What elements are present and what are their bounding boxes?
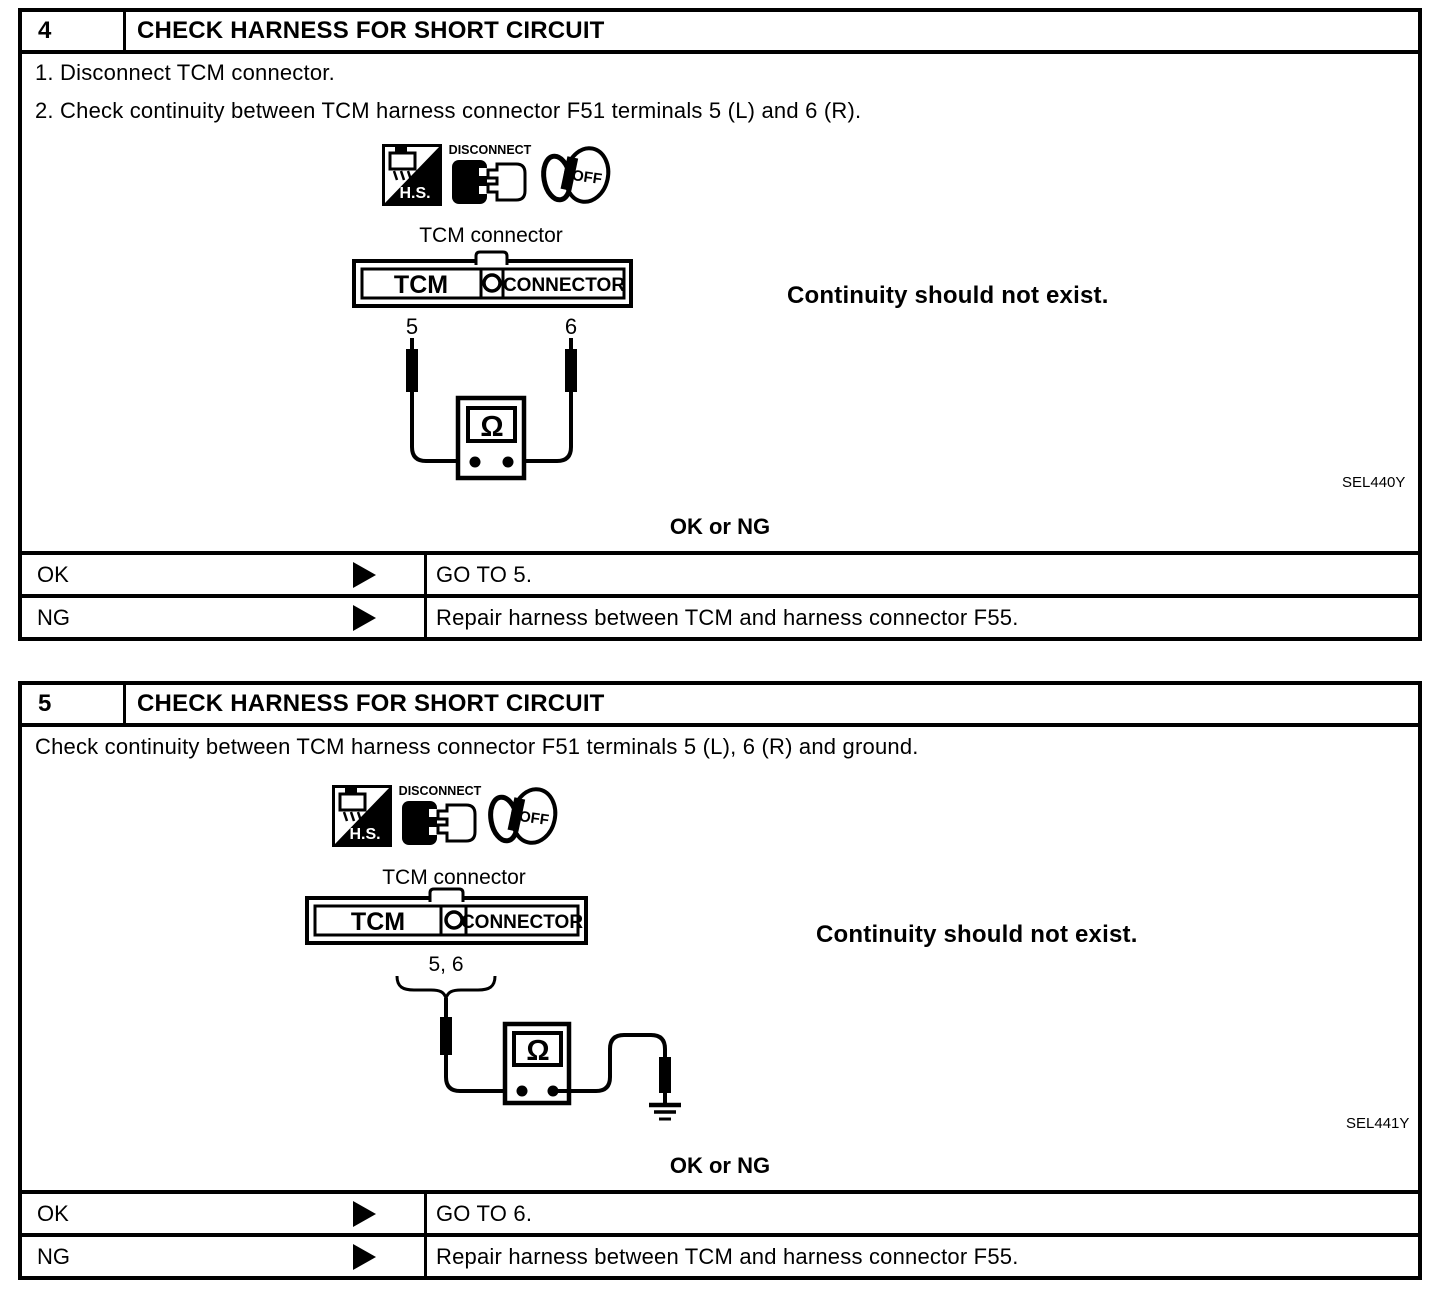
arrow-right-icon: [353, 1243, 376, 1270]
diagnostic-step-table-5: 5 CHECK HARNESS FOR SHORT CIRCUIT Check …: [18, 681, 1422, 1280]
connector-right-label: CONNECTOR: [461, 912, 583, 933]
result-action: GO TO 5.: [436, 561, 533, 587]
figure-id: SEL441Y: [1346, 1115, 1410, 1132]
result-action: Repair harness between TCM and harness c…: [436, 604, 1019, 630]
key-off-label: OFF: [571, 167, 603, 188]
hs-icon: H.S.: [382, 144, 442, 206]
result-label: NG: [37, 1243, 70, 1269]
test-lead-wire: [444, 998, 519, 1093]
hs-label: H.S.: [349, 826, 380, 843]
step-header: 4 CHECK HARNESS FOR SHORT CIRCUIT: [18, 8, 1422, 54]
diagnostic-step-table-4: 4 CHECK HARNESS FOR SHORT CIRCUIT 1. Dis…: [18, 8, 1422, 641]
disconnect-icon: DISCONNECT: [449, 143, 532, 204]
hs-label: H.S.: [399, 185, 430, 202]
ground-lead-wire: [556, 1033, 667, 1104]
ground-symbol: [649, 1102, 681, 1121]
test-leads-wire: [410, 338, 573, 463]
ignition-key-off-icon: OFF: [541, 146, 611, 204]
connector-right-label: CONNECTOR: [503, 275, 625, 296]
result-action: Repair harness between TCM and harness c…: [436, 1243, 1019, 1269]
terminal-5-label: 5: [406, 314, 418, 339]
diagram-step-4: H.S. DISCONNECT OFF TCM connector: [352, 143, 633, 481]
test-probe: [406, 349, 418, 392]
plug-left: [402, 801, 437, 845]
arrow-right-icon: [353, 604, 376, 631]
terminals-label: 5, 6: [428, 953, 463, 976]
hs-icon: H.S.: [332, 785, 392, 847]
plug-right: [436, 803, 477, 843]
hs-connector-glyph: [388, 151, 417, 171]
result-label: OK: [37, 1200, 69, 1226]
connector-left-label: TCM: [394, 271, 448, 299]
instruction-line: 2. Check continuity between TCM harness …: [35, 98, 862, 123]
arrow-right-icon: [353, 1200, 376, 1227]
plug-left: [452, 160, 487, 204]
connector-caption: TCM connector: [419, 224, 563, 247]
step-number: 4: [22, 12, 126, 50]
tcm-connector-box: TCM CONNECTOR: [305, 887, 588, 945]
instruction-line: Check continuity between TCM harness con…: [35, 734, 919, 759]
ohm-symbol: Ω: [480, 411, 503, 443]
step-body: Check continuity between TCM harness con…: [18, 723, 1422, 1194]
step-body: 1. Disconnect TCM connector. 2. Check co…: [18, 50, 1422, 555]
disconnect-icon: DISCONNECT: [399, 784, 482, 845]
ohm-symbol: Ω: [526, 1035, 549, 1067]
connector-tab: [428, 887, 465, 902]
instruction-line: 1. Disconnect TCM connector.: [35, 60, 335, 85]
step-number: 5: [22, 685, 126, 723]
result-action: GO TO 6.: [436, 1200, 533, 1226]
step-title: CHECK HARNESS FOR SHORT CIRCUIT: [137, 690, 605, 717]
continuity-note: Continuity should not exist.: [787, 282, 1109, 309]
result-row-ok: OK GO TO 6.: [18, 1190, 1422, 1237]
test-probe: [565, 349, 577, 392]
plug-right: [486, 162, 527, 202]
result-row-ng: NG Repair harness between TCM and harnes…: [18, 594, 1422, 641]
ignition-key-off-icon: OFF: [488, 787, 558, 845]
hs-connector-glyph: [338, 792, 367, 812]
ok-or-ng-label: OK or NG: [669, 514, 771, 539]
terminal-6-label: 6: [565, 314, 577, 339]
ohmmeter: Ω: [455, 395, 527, 481]
connector-latch-circle: [482, 273, 502, 293]
arrow-right-icon: [353, 561, 376, 588]
diagram-step-5: H.S. DISCONNECT OFF TCM connector: [305, 784, 681, 1121]
connector-caption: TCM connector: [382, 866, 526, 889]
connector-latch-circle: [444, 910, 464, 930]
figure-id: SEL440Y: [1342, 474, 1406, 491]
result-label: OK: [37, 561, 69, 587]
ohmmeter: Ω: [502, 1021, 572, 1106]
tcm-connector-box: TCM CONNECTOR: [352, 250, 633, 308]
terminals-brace: [395, 975, 497, 1003]
result-row-ok: OK GO TO 5.: [18, 551, 1422, 598]
step-header: 5 CHECK HARNESS FOR SHORT CIRCUIT: [18, 681, 1422, 727]
continuity-note: Continuity should not exist.: [816, 921, 1138, 948]
ok-or-ng-label: OK or NG: [669, 1153, 771, 1178]
disconnect-label: DISCONNECT: [399, 784, 482, 798]
test-probe: [659, 1057, 671, 1093]
result-row-ng: NG Repair harness between TCM and harnes…: [18, 1233, 1422, 1280]
test-probe: [440, 1017, 452, 1055]
connector-left-label: TCM: [351, 908, 405, 936]
key-off-label: OFF: [518, 808, 550, 829]
step-title: CHECK HARNESS FOR SHORT CIRCUIT: [137, 17, 605, 44]
connector-tab: [474, 250, 509, 265]
result-label: NG: [37, 604, 70, 630]
disconnect-label: DISCONNECT: [449, 143, 532, 157]
